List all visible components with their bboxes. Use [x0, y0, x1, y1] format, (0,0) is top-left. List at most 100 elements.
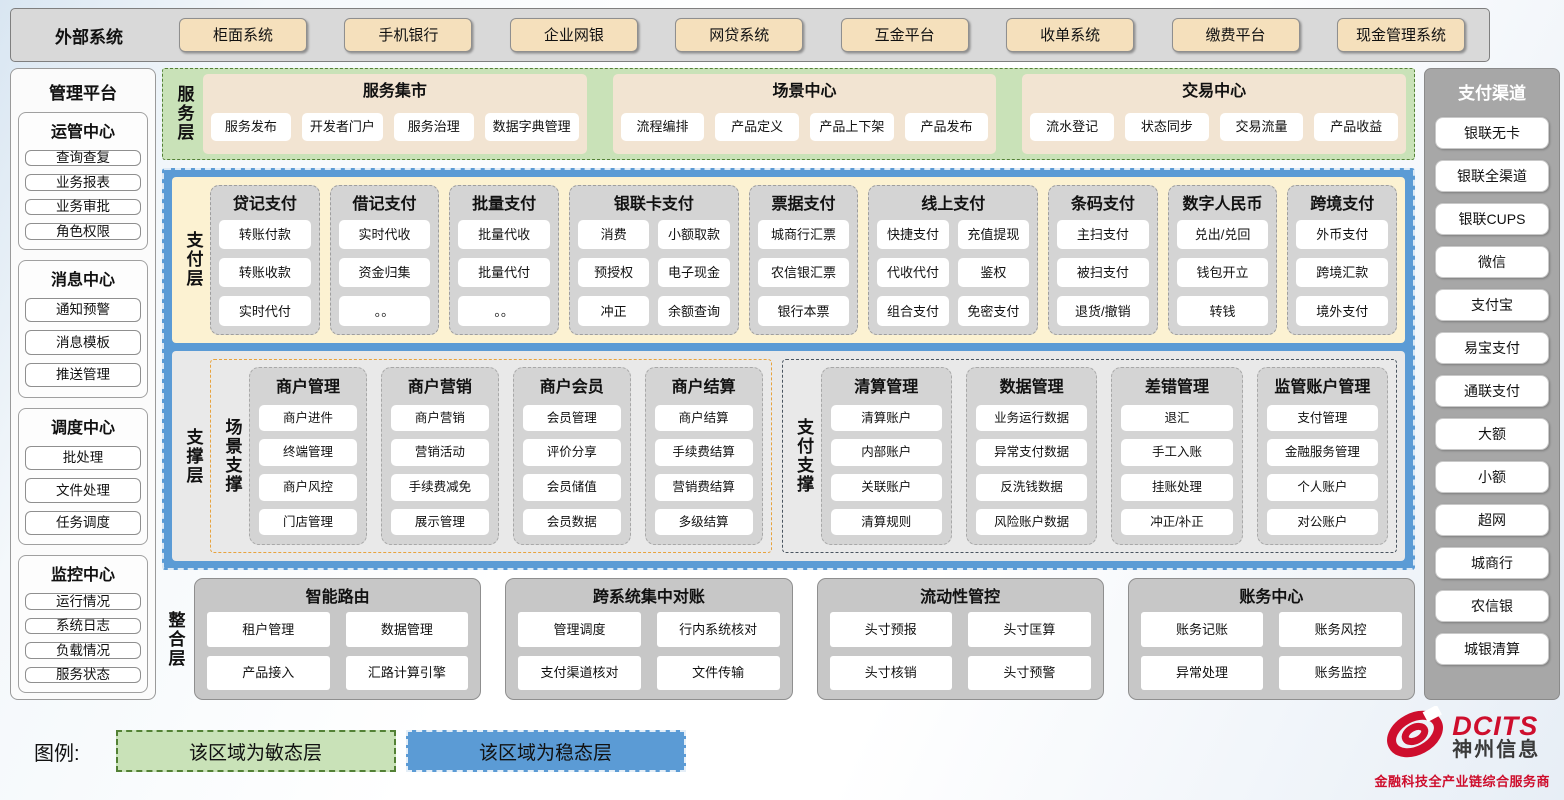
payment-item-button[interactable]: 主扫支付 — [1057, 219, 1149, 250]
support-item-button[interactable]: 多级结算 — [654, 508, 753, 536]
support-item-button[interactable]: 对公账户 — [1266, 508, 1378, 536]
mgmt-item-button[interactable]: 查询查复 — [25, 150, 141, 167]
mgmt-item-button[interactable]: 服务状态 — [25, 666, 141, 683]
payment-item-button[interactable]: 组合支付 — [877, 296, 949, 326]
integration-item-button[interactable]: 头寸核销 — [829, 655, 953, 690]
external-system-button[interactable]: 手机银行 — [344, 18, 473, 52]
service-item-button[interactable]: 状态同步 — [1125, 112, 1209, 141]
support-item-button[interactable]: 风险账户数据 — [975, 508, 1088, 536]
integration-item-button[interactable]: 数据管理 — [345, 612, 469, 647]
payment-channel-button[interactable]: 小额 — [1435, 461, 1549, 493]
external-system-button[interactable]: 现金管理系统 — [1336, 18, 1465, 52]
service-item-button[interactable]: 服务治理 — [393, 112, 474, 141]
payment-item-button[interactable]: 预授权 — [578, 258, 650, 288]
support-item-button[interactable]: 清算账户 — [830, 404, 942, 432]
service-item-button[interactable]: 开发者门户 — [301, 112, 383, 141]
payment-item-button[interactable]: 消费 — [578, 219, 650, 250]
mgmt-item-button[interactable]: 通知预警 — [25, 297, 141, 323]
mgmt-item-button[interactable]: 文件处理 — [25, 478, 141, 503]
service-item-button[interactable]: 交易流量 — [1219, 112, 1304, 141]
payment-item-button[interactable]: 钱包开立 — [1176, 258, 1269, 288]
external-system-button[interactable]: 企业网银 — [509, 18, 638, 52]
mgmt-item-button[interactable]: 运行情况 — [25, 593, 141, 610]
payment-channel-button[interactable]: 银联无卡 — [1435, 117, 1549, 149]
payment-item-button[interactable]: 。。 — [458, 296, 551, 326]
payment-item-button[interactable]: 退货/撤销 — [1057, 296, 1149, 326]
payment-item-button[interactable]: 批量代收 — [458, 219, 551, 250]
external-system-button[interactable]: 柜面系统 — [179, 18, 307, 52]
support-item-button[interactable]: 关联账户 — [830, 474, 942, 501]
integration-item-button[interactable]: 异常处理 — [1140, 655, 1264, 690]
service-item-button[interactable]: 产品收益 — [1314, 112, 1399, 141]
external-system-button[interactable]: 互金平台 — [840, 18, 969, 52]
payment-item-button[interactable]: 境外支付 — [1296, 296, 1389, 326]
payment-item-button[interactable]: 资金归集 — [338, 258, 431, 288]
support-item-button[interactable]: 异常支付数据 — [975, 439, 1088, 467]
support-item-button[interactable]: 展示管理 — [390, 508, 489, 536]
integration-item-button[interactable]: 账务记账 — [1140, 612, 1264, 647]
payment-item-button[interactable]: 农信银汇票 — [757, 258, 850, 288]
payment-channel-button[interactable]: 通联支付 — [1435, 375, 1549, 407]
integration-item-button[interactable]: 账务监控 — [1279, 655, 1402, 690]
payment-item-button[interactable]: 转账付款 — [219, 219, 311, 250]
support-item-button[interactable]: 业务运行数据 — [975, 404, 1088, 432]
support-item-button[interactable]: 反洗钱数据 — [975, 474, 1088, 501]
payment-item-button[interactable]: 外币支付 — [1296, 219, 1389, 250]
external-system-button[interactable]: 网贷系统 — [675, 18, 804, 52]
integration-item-button[interactable]: 管理调度 — [518, 612, 641, 647]
payment-item-button[interactable]: 鉴权 — [957, 258, 1030, 288]
payment-channel-button[interactable]: 银联全渠道 — [1435, 160, 1549, 192]
payment-item-button[interactable]: 批量代付 — [458, 258, 551, 288]
mgmt-item-button[interactable]: 负载情况 — [25, 642, 141, 659]
integration-item-button[interactable]: 头寸预报 — [829, 612, 953, 647]
mgmt-item-button[interactable]: 角色权限 — [25, 223, 141, 240]
payment-item-button[interactable]: 小额取款 — [658, 219, 730, 250]
support-item-button[interactable]: 手续费减免 — [390, 474, 489, 501]
support-item-button[interactable]: 营销活动 — [390, 439, 489, 467]
support-item-button[interactable]: 商户营销 — [390, 404, 489, 432]
external-system-button[interactable]: 缴费平台 — [1171, 18, 1300, 52]
payment-channel-button[interactable]: 农信银 — [1435, 590, 1549, 622]
payment-channel-button[interactable]: 超网 — [1435, 504, 1549, 536]
support-item-button[interactable]: 个人账户 — [1266, 474, 1378, 501]
service-item-button[interactable]: 数据字典管理 — [484, 112, 579, 141]
payment-item-button[interactable]: 实时代收 — [338, 219, 431, 250]
support-item-button[interactable]: 商户结算 — [654, 404, 753, 432]
integration-item-button[interactable]: 文件传输 — [656, 655, 780, 690]
support-item-button[interactable]: 内部账户 — [830, 439, 942, 467]
service-item-button[interactable]: 流程编排 — [620, 112, 705, 141]
integration-item-button[interactable]: 账务风控 — [1279, 612, 1402, 647]
payment-item-button[interactable]: 实时代付 — [219, 296, 311, 326]
support-item-button[interactable]: 手工入账 — [1121, 439, 1233, 467]
integration-item-button[interactable]: 头寸匡算 — [968, 612, 1091, 647]
support-item-button[interactable]: 营销费结算 — [654, 474, 753, 501]
support-item-button[interactable]: 挂账处理 — [1121, 474, 1233, 501]
payment-item-button[interactable]: 电子现金 — [658, 258, 730, 288]
mgmt-item-button[interactable]: 批处理 — [25, 445, 141, 471]
support-item-button[interactable]: 会员管理 — [522, 404, 621, 432]
service-item-button[interactable]: 流水登记 — [1030, 112, 1115, 141]
support-item-button[interactable]: 会员数据 — [522, 508, 621, 536]
support-item-button[interactable]: 退汇 — [1121, 404, 1233, 432]
service-item-button[interactable]: 产品定义 — [715, 112, 800, 141]
support-item-button[interactable]: 评价分享 — [522, 439, 621, 467]
payment-item-button[interactable]: 兑出/兑回 — [1176, 219, 1269, 250]
mgmt-item-button[interactable]: 推送管理 — [25, 362, 141, 388]
payment-channel-button[interactable]: 微信 — [1435, 246, 1549, 278]
service-item-button[interactable]: 服务发布 — [211, 112, 291, 141]
support-item-button[interactable]: 金融服务管理 — [1266, 439, 1378, 467]
support-item-button[interactable]: 冲正/补正 — [1121, 508, 1233, 536]
payment-item-button[interactable]: 被扫支付 — [1057, 258, 1149, 288]
payment-channel-button[interactable]: 支付宝 — [1435, 289, 1549, 321]
integration-item-button[interactable]: 行内系统核对 — [656, 612, 780, 647]
support-item-button[interactable]: 终端管理 — [259, 439, 357, 467]
payment-item-button[interactable]: 代收代付 — [877, 258, 949, 288]
payment-channel-button[interactable]: 城银清算 — [1435, 633, 1549, 665]
mgmt-item-button[interactable]: 消息模板 — [25, 330, 141, 355]
support-item-button[interactable]: 清算规则 — [830, 508, 942, 536]
support-item-button[interactable]: 会员储值 — [522, 474, 621, 501]
payment-item-button[interactable]: 城商行汇票 — [757, 219, 850, 250]
payment-channel-button[interactable]: 大额 — [1435, 418, 1549, 450]
support-item-button[interactable]: 商户风控 — [259, 474, 357, 501]
payment-item-button[interactable]: 转钱 — [1176, 296, 1269, 326]
